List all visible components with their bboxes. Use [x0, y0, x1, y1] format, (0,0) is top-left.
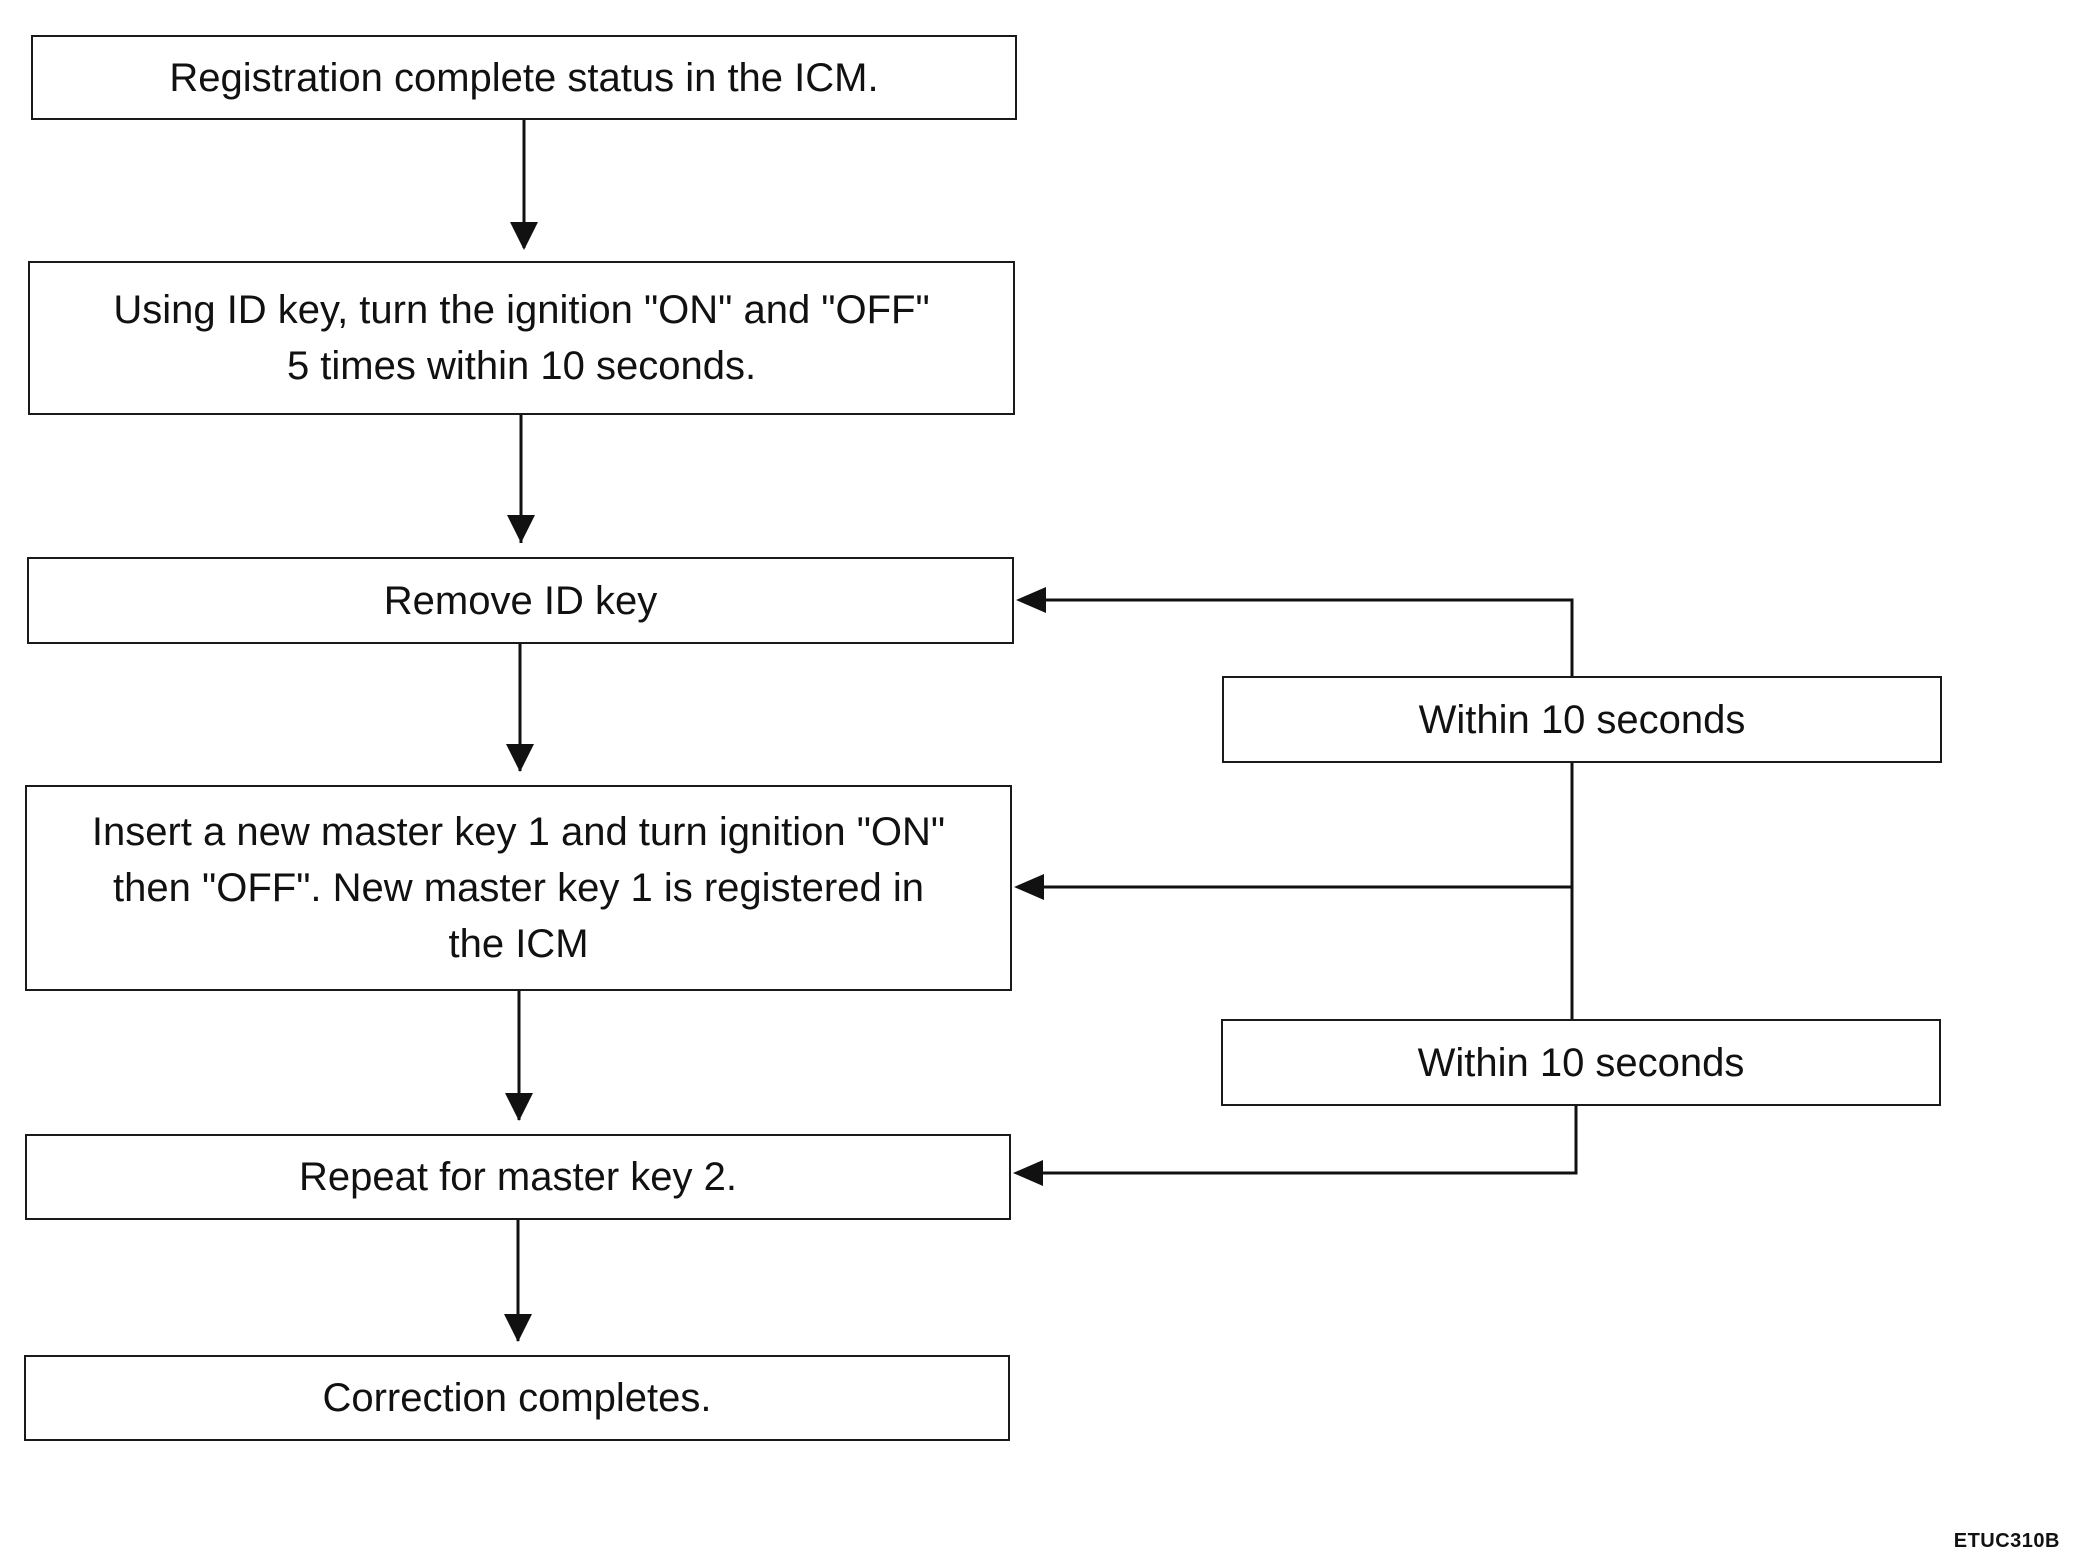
step-correction-completes: Correction completes. [24, 1355, 1010, 1441]
condition-2-text: Within 10 seconds [1417, 1040, 1745, 1085]
step-remove-id-key: Remove ID key [27, 557, 1014, 644]
step-4-line-2: then "OFF". New master key 1 is register… [113, 866, 924, 910]
step-4-line-3: the ICM [448, 922, 589, 966]
condition-1-text: Within 10 seconds [1418, 697, 1746, 742]
line-c1-to-s3 [1030, 598, 1574, 676]
condition-within-10-seconds-1: Within 10 seconds [1222, 676, 1942, 763]
step-turn-ignition: Using ID key, turn the ignition "ON" and… [28, 261, 1015, 415]
step-4-line-1: Insert a new master key 1 and turn ignit… [91, 810, 946, 854]
arrowhead-left-1 [1016, 587, 1046, 613]
arrowhead-5 [504, 1314, 532, 1342]
figure-code: ETUC310B [1953, 1530, 2060, 1552]
step-2-line-2: 5 times within 10 seconds. [286, 344, 757, 388]
arrowhead-left-3 [1013, 1160, 1043, 1186]
arrowhead-2 [507, 515, 535, 543]
arrowhead-1 [510, 222, 538, 250]
step-repeat-master-key-2: Repeat for master key 2. [25, 1134, 1011, 1220]
arrowhead-4 [505, 1093, 533, 1121]
arrowhead-3 [506, 744, 534, 772]
step-5-text: Repeat for master key 2. [299, 1155, 737, 1199]
line-c2-to-s5 [1030, 1106, 1578, 1175]
step-3-text: Remove ID key [383, 578, 658, 623]
arrowhead-left-2 [1014, 874, 1044, 900]
step-insert-master-key-1: Insert a new master key 1 and turn ignit… [25, 785, 1012, 991]
step-1-text: Registration complete status in the ICM. [169, 55, 879, 100]
step-2-line-1: Using ID key, turn the ignition "ON" and… [113, 288, 930, 332]
step-registration-complete: Registration complete status in the ICM. [31, 35, 1017, 120]
condition-within-10-seconds-2: Within 10 seconds [1221, 1019, 1941, 1106]
step-6-text: Correction completes. [322, 1376, 712, 1420]
